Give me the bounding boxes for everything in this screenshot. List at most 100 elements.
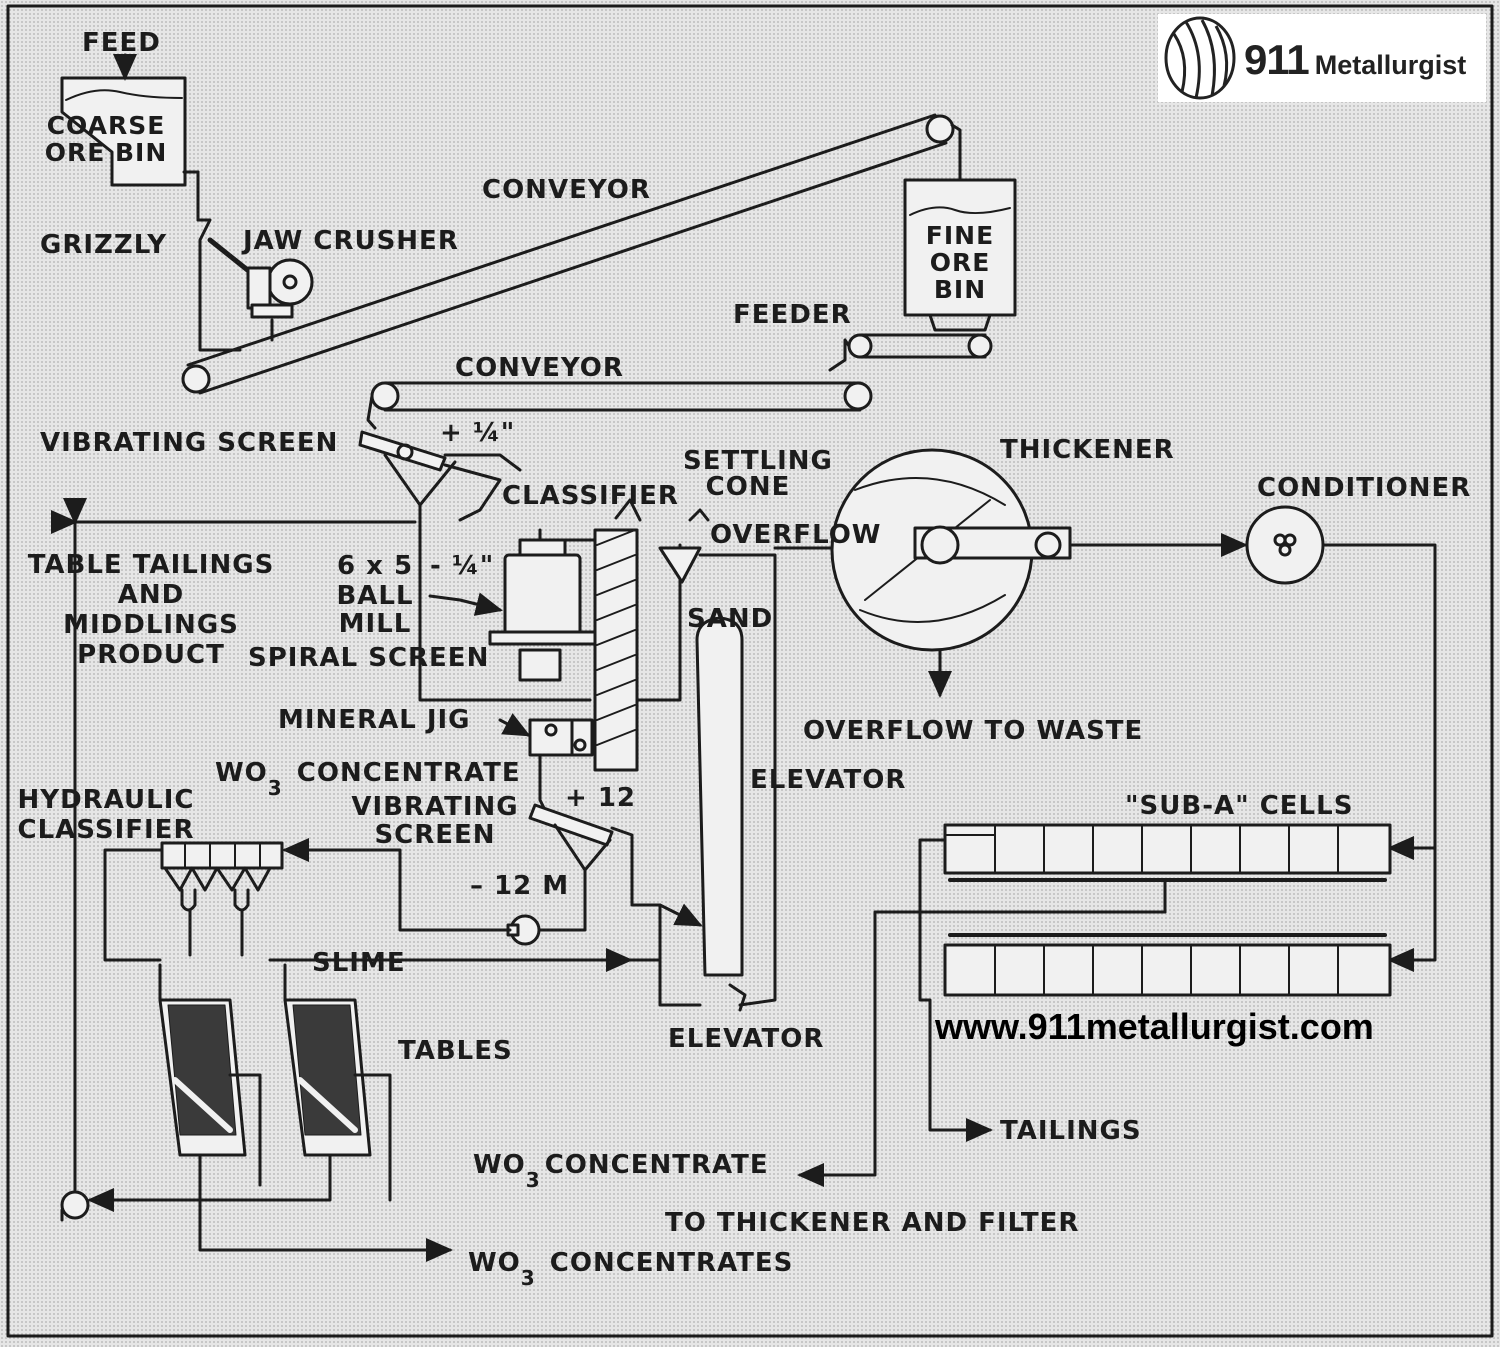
hydraulic-classifier-line-2: CLASSIFIER [17,815,195,845]
settling-cone-label: SETTLING CONE [683,446,833,502]
feed-label: FEED [82,28,161,58]
tailings-label: TAILINGS [1000,1116,1142,1146]
classifier-overflow [635,543,682,702]
pump-1 [506,914,541,946]
wo3-concentrate-2-wo: WO [473,1150,526,1180]
ball-mill-size-label: 6 x 5 [337,551,414,581]
slime-label: SLIME [312,948,406,978]
wo3-concentrate-1-sub: 3 [267,776,283,800]
wo3-concentrates-label: WO3 CONCENTRATES [468,1248,794,1288]
classifier-label: CLASSIFIER [502,481,679,511]
tables-label: TABLES [398,1036,513,1066]
wo3-concentrate-2-sub: 3 [525,1168,541,1192]
feeder-label: FEEDER [733,300,852,330]
coarse-ore-bin-line-2: ORE BIN [44,138,168,167]
grizzly [196,218,242,352]
wo3-concentrates-sub: 3 [520,1266,536,1290]
globe-icon [1164,16,1236,100]
minus12-line [538,868,587,932]
sand-label: SAND [687,604,774,634]
thickener [830,448,1072,652]
wo3-concentrates-text: CONCENTRATES [549,1248,794,1278]
to-thickener-and-filter-label: TO THICKENER AND FILTER [665,1208,1080,1238]
plus12-line [610,826,703,927]
elevator-2-label: ELEVATOR [668,1024,825,1054]
hydraulic-classifier-line-1: HYDRAULIC [17,785,195,815]
feeder-conveyor [828,333,993,372]
mineral-jig [528,718,594,757]
fine-ore-bin-line-2: ORE [929,248,991,277]
conveyor-2-label: CONVEYOR [455,353,624,383]
overflow-to-waste-label: OVERFLOW TO WASTE [803,716,1144,746]
settling-cone-line-1: SETTLING [683,446,833,476]
oversize-return [443,453,522,472]
overflow-label: OVERFLOW [710,520,882,550]
tables-bottom-2 [198,1153,332,1202]
jig-to-screen [538,753,547,812]
plus-12-label: + 12 [565,783,637,813]
sub-a-cells-row-1 [943,823,1392,882]
tailings-line [918,910,993,1142]
slime-to-elevator [628,903,702,1007]
classifier-loop [103,848,164,962]
tables-side [228,1073,392,1202]
ball-mill [488,528,602,682]
table-tailings-label: TABLE TAILINGS AND MIDDLINGS PRODUCT [8,550,294,670]
elevator-1-label: ELEVATOR [750,765,907,795]
hydraulic-classifier-label: HYDRAULIC CLASSIFIER [10,785,202,845]
minus-quarter-label: - ¼" [430,551,495,581]
thickener-label: THICKENER [1000,435,1175,465]
pump-2 [60,1190,90,1222]
vibrating-screen-1 [358,430,502,522]
conditioner [1245,505,1325,585]
table-tailings-line-2: AND [117,580,185,610]
concentrate-line [198,1198,453,1262]
tables-bottom-1 [87,1153,202,1212]
sub-a-cells-row-2 [943,933,1392,997]
jaw-crusher [246,258,314,342]
jig-arrow [498,713,531,737]
website-url: www.911metallurgist.com [935,1006,1374,1047]
settling-cone-line-2: CONE [705,472,791,502]
fine-ore-bin-line-1: FINE [925,221,995,250]
cells-down [1387,846,1437,972]
conveyor-1-label: CONVEYOR [482,175,651,205]
settling-cone [658,508,710,584]
brand-number: 911 [1244,36,1310,83]
conveyor-2 [366,381,873,430]
classifier [593,498,642,772]
grizzly-bars [207,237,253,275]
concentrate-return [797,910,1167,1187]
fine-ore-bin-label: FINE ORE BIN [905,222,1015,303]
fine-ore-bin-line-3: BIN [933,275,987,304]
plus-quarter-label: + ¼" [440,418,516,448]
hydraulic-classifier [160,841,284,957]
coarse-ore-bin-line-1: COARSE [46,111,166,140]
elevator-2 [728,983,747,1012]
pump-to-classifier [282,838,512,932]
jaw-crusher-label: JAW CRUSHER [243,226,459,256]
frame-border [6,4,1494,1338]
wo3-concentrate-1-label: WO3 CONCENTRATE [215,760,521,798]
ball-mill-line-1: BALL [336,581,414,611]
vibrating-screen-2-label: VIBRATING SCREEN [340,793,530,849]
minus-12m-label: – 12 M [470,871,570,901]
conditioner-to-cells [1321,543,1437,860]
vibrating-screen-2-line-2: SCREEN [374,820,496,850]
brand-word: Metallurgist [1314,50,1467,80]
table-2 [283,998,372,1157]
spiral-screen-label: SPIRAL SCREEN [248,643,490,673]
ball-mill-label: BALL MILL [330,582,420,638]
coarse-ore-bin [60,76,200,222]
overflow-line [698,553,777,1007]
mineral-jig-label: MINERAL JIG [278,705,471,735]
table-1 [158,998,247,1157]
tables-feed [158,963,287,1002]
table-tailings-line-1: TABLE TAILINGS [27,550,275,580]
wo3-concentrate-2-text: CONCENTRATE [544,1150,769,1180]
